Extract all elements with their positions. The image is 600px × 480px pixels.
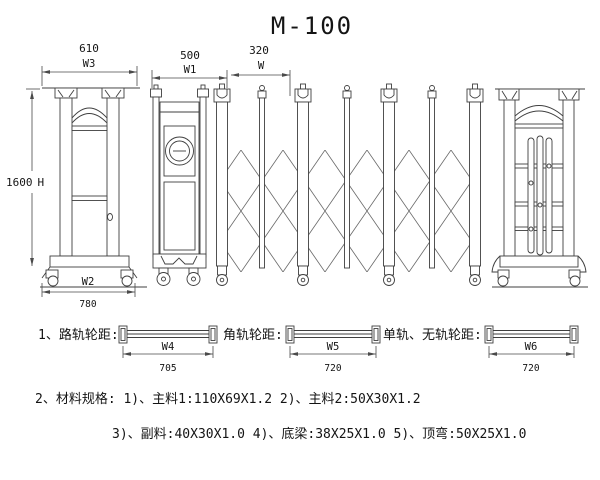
- motor-post: [150, 84, 209, 286]
- gate-thin-bar: [257, 85, 267, 269]
- wheel-icon: [569, 275, 581, 287]
- dim-value: 780: [79, 299, 96, 310]
- lock-icon: [107, 213, 113, 221]
- dim-label: W5: [327, 341, 340, 353]
- dim-label: W1: [184, 64, 197, 76]
- dim-label: W2: [82, 276, 95, 288]
- gate-post-bar: [294, 83, 312, 286]
- wheel-icon: [186, 272, 201, 286]
- spec-label: 1、路轨轮距:: [38, 327, 119, 343]
- dimension-320-w: 320 W: [231, 44, 291, 96]
- wheel-icon: [47, 275, 59, 287]
- dim-value: 320: [249, 44, 269, 57]
- dim-label: W3: [83, 58, 96, 70]
- drawing-title: M-100: [271, 12, 353, 40]
- material-spec-line-1: 2、材料规格: 1)、主料1:110X69X1.2 2)、主料2:50X30X1…: [35, 391, 421, 407]
- dim-label: W6: [525, 341, 538, 353]
- spec-label: 单轨、无轨轮距:: [383, 328, 482, 343]
- gate-post-bar: [466, 83, 484, 286]
- gate-post-bar: [213, 83, 231, 286]
- gate-thin-bar: [342, 85, 352, 269]
- dimension-500-w1: 500 W1: [151, 49, 228, 88]
- gate-post-bar: [380, 83, 398, 286]
- wheel-spec-rail-track: 1、路轨轮距: W4 705: [38, 325, 218, 374]
- wheel-icon: [156, 272, 171, 286]
- wheel-icon: [497, 275, 509, 287]
- left-gate-post: [40, 87, 147, 288]
- dim-value: 720: [522, 363, 539, 374]
- gate-thin-bar: [427, 85, 437, 269]
- dim-label: W4: [162, 341, 175, 353]
- wheel-icon: [383, 274, 395, 286]
- spec-label: 角轨轮距:: [223, 328, 283, 343]
- right-gate-post: [491, 88, 588, 288]
- dimension-610-w3: 610 W3: [41, 42, 138, 86]
- dim-value: 720: [324, 363, 341, 374]
- accordion-posts: [213, 83, 484, 286]
- wheel-icon: [121, 275, 133, 287]
- wheel-spec-single-trackless: 单轨、无轨轮距: W6 720: [383, 325, 579, 374]
- dim-label: W: [258, 60, 265, 72]
- dim-value: 610: [79, 42, 99, 55]
- wheel-icon: [297, 274, 309, 286]
- dim-value: 500: [180, 49, 200, 62]
- material-spec-line-2: 3)、副料:40X30X1.0 4)、底梁:38X25X1.0 5)、顶弯:50…: [112, 426, 526, 442]
- wheel-icon: [216, 274, 228, 286]
- dimension-w2-780: W2 780: [41, 276, 136, 310]
- wheel-spec-angle-track: 角轨轮距: W5 720: [223, 325, 381, 374]
- wheel-icon: [469, 274, 481, 286]
- dim-value: 705: [159, 363, 176, 374]
